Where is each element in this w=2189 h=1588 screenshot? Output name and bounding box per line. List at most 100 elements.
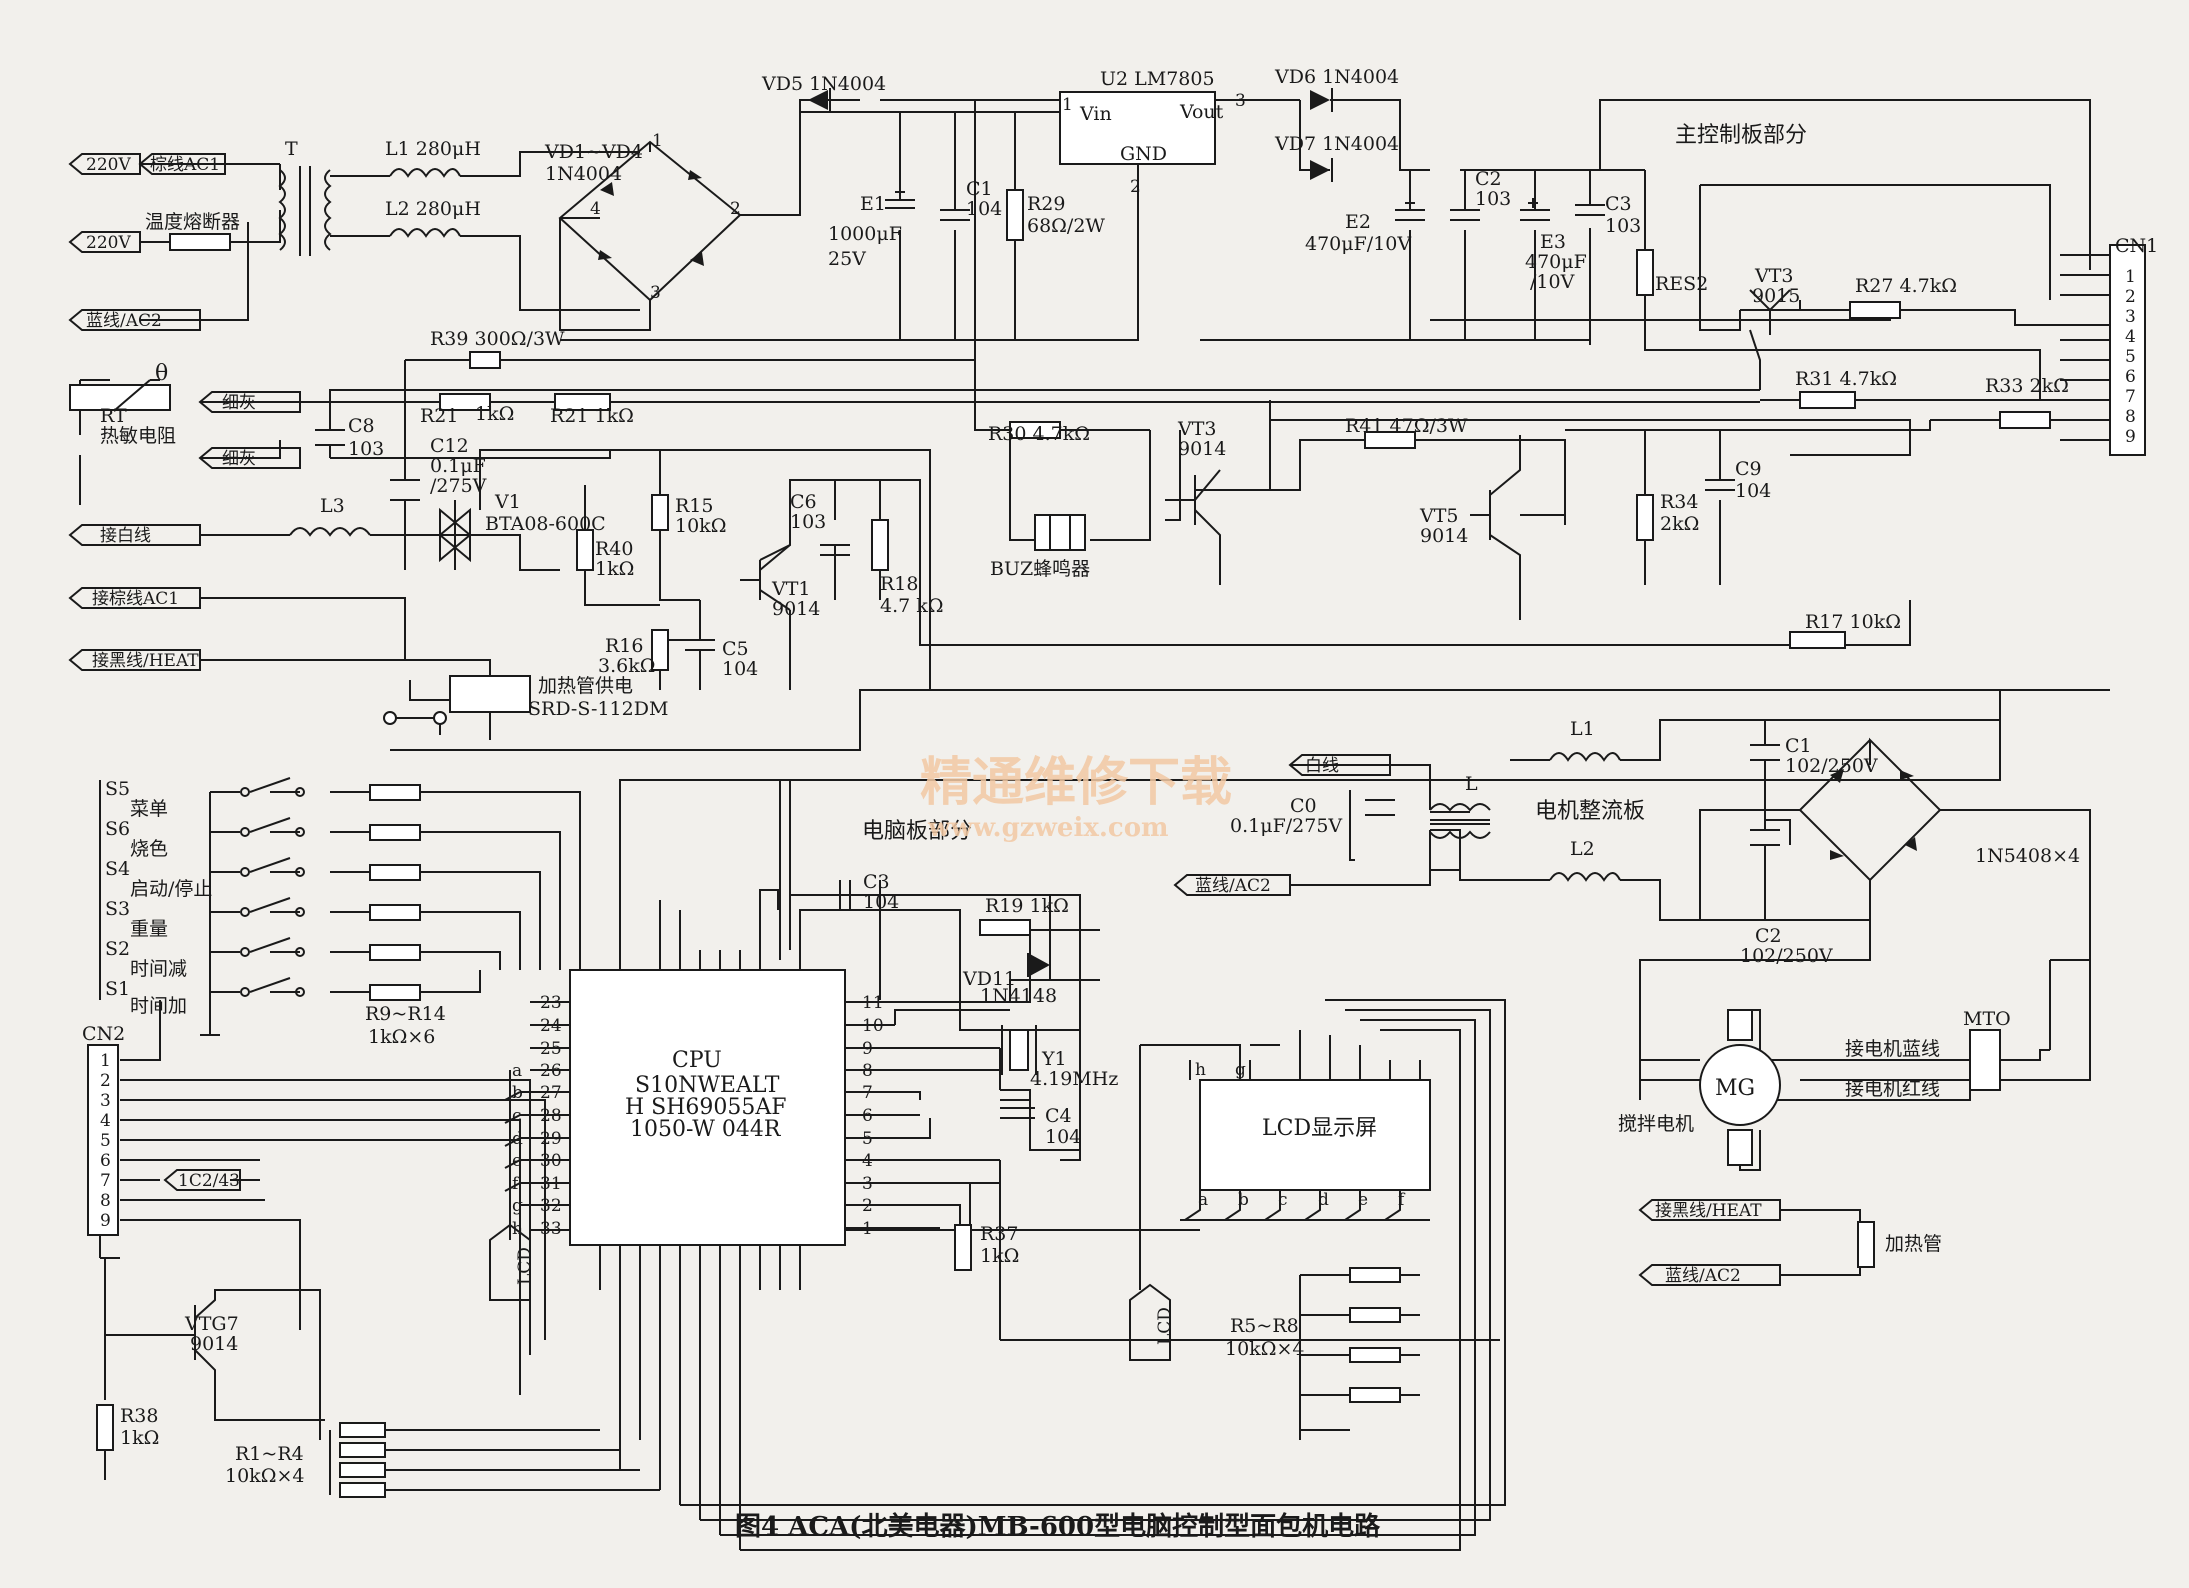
label-R9-R14: R9~R14 bbox=[365, 1003, 446, 1025]
label-vd1-vd4: VD1~VD4 bbox=[544, 141, 643, 163]
label-S3: S3 bbox=[105, 898, 130, 920]
label-VD7: VD7 1N4004 bbox=[1274, 133, 1399, 155]
label-L2: L2 280μH bbox=[385, 198, 481, 220]
label-RES2: RES2 bbox=[1655, 273, 1708, 295]
label-R37: R37 bbox=[980, 1223, 1018, 1245]
label-bridge-2: 2 bbox=[730, 199, 741, 219]
label-L3: L3 bbox=[320, 495, 345, 517]
svg-text:a: a bbox=[1198, 1190, 1208, 1210]
label-C3: C3 bbox=[1605, 193, 1632, 215]
svg-text:h: h bbox=[1195, 1060, 1206, 1080]
label-C2-motor-value: 102/250V bbox=[1740, 945, 1833, 967]
label-S1-time-inc: 时间加 bbox=[130, 995, 187, 1017]
label-R38-value: 1kΩ bbox=[120, 1427, 159, 1449]
watermark-title: 精通维修下载 bbox=[920, 752, 1232, 813]
component-labels: 220V 棕线AC1 220V 蓝线/AC2 细灰 细灰 接白线 接棕线AC1 … bbox=[82, 66, 2158, 1487]
label-R17: R17 10kΩ bbox=[1805, 611, 1901, 633]
label-C12-value: 0.1μF bbox=[430, 455, 486, 477]
label-R19: R19 1kΩ bbox=[985, 895, 1069, 917]
svg-text:7: 7 bbox=[100, 1171, 111, 1191]
label-R37-value: 1kΩ bbox=[980, 1245, 1019, 1267]
svg-text:c: c bbox=[512, 1106, 522, 1126]
label-R5-R8: R5~R8 bbox=[1230, 1315, 1299, 1337]
svg-text:f: f bbox=[512, 1174, 520, 1194]
svg-text:2: 2 bbox=[100, 1071, 111, 1091]
label-S2: S2 bbox=[105, 938, 130, 960]
label-VT1: VT1 bbox=[771, 578, 810, 600]
label-S1: S1 bbox=[105, 978, 130, 1000]
label-VT3-9014-part: 9014 bbox=[1178, 438, 1226, 460]
label-C1-value: 104 bbox=[966, 198, 1002, 220]
svg-text:6: 6 bbox=[2125, 367, 2136, 387]
label-R16: R16 bbox=[605, 635, 643, 657]
label-E2-value: 470μF/10V bbox=[1305, 233, 1411, 255]
label-R41: R41 47Ω/3W bbox=[1345, 415, 1468, 437]
label-C1: C1 bbox=[966, 178, 993, 200]
conn-brown-ac1: 棕线AC1 bbox=[150, 155, 220, 175]
label-C2: C2 bbox=[1475, 168, 1502, 190]
svg-text:c: c bbox=[1278, 1190, 1288, 1210]
svg-text:2: 2 bbox=[862, 1196, 873, 1216]
motor-components bbox=[163, 744, 2001, 1286]
label-C8: C8 bbox=[348, 415, 375, 437]
svg-text:10: 10 bbox=[862, 1016, 884, 1036]
figure-caption: 图4 ACA(北美电器)MB-600型电脑控制型面包机电路 bbox=[735, 1511, 1381, 1542]
label-vd1-part: 1N4004 bbox=[545, 163, 622, 185]
label-E1: E1 bbox=[860, 193, 886, 215]
label-VT5-part: 9014 bbox=[1420, 525, 1468, 547]
label-cpu-part: H SH69055AF bbox=[625, 1095, 787, 1120]
label-C3-cpu: C3 bbox=[863, 871, 890, 893]
svg-text:d: d bbox=[1318, 1190, 1329, 1210]
label-R40-value: 1kΩ bbox=[595, 558, 634, 580]
label-L1: L1 280μH bbox=[385, 138, 481, 160]
label-R27: R27 4.7kΩ bbox=[1855, 275, 1957, 297]
svg-text:33: 33 bbox=[540, 1219, 562, 1239]
conn-ic243: 1C2/43 bbox=[178, 1171, 240, 1191]
conn-to-black-heat: 接黑线/HEAT bbox=[92, 651, 199, 671]
label-C4: C4 bbox=[1045, 1105, 1072, 1127]
label-R21-b: R21 1kΩ bbox=[550, 405, 634, 427]
svg-text:29: 29 bbox=[540, 1129, 562, 1149]
label-VD6: VD6 1N4004 bbox=[1274, 66, 1399, 88]
svg-text:23: 23 bbox=[540, 993, 562, 1013]
svg-text:3: 3 bbox=[100, 1091, 111, 1111]
conn-220v-a: 220V bbox=[86, 155, 131, 175]
label-VTG7-part: 9014 bbox=[190, 1333, 238, 1355]
label-bridge-motor: 1N5408×4 bbox=[1975, 845, 2080, 867]
conn-to-white: 接白线 bbox=[100, 526, 151, 546]
label-R39: R39 300Ω/3W bbox=[430, 328, 565, 350]
label-C5: C5 bbox=[722, 638, 749, 660]
svg-text:3: 3 bbox=[2125, 307, 2136, 327]
label-S3-weight: 重量 bbox=[130, 918, 168, 940]
svg-text:b: b bbox=[512, 1083, 523, 1103]
svg-text:1: 1 bbox=[100, 1051, 111, 1071]
label-R18-value: 4.7 kΩ bbox=[880, 595, 944, 617]
svg-text:26: 26 bbox=[540, 1061, 562, 1081]
label-R31: R31 4.7kΩ bbox=[1795, 368, 1897, 390]
label-E1-value: 1000μF bbox=[828, 223, 902, 245]
label-VD11: VD11 bbox=[962, 968, 1016, 990]
svg-text:a: a bbox=[512, 1061, 522, 1081]
svg-text:1: 1 bbox=[2125, 267, 2136, 287]
label-C2-motor: C2 bbox=[1755, 925, 1782, 947]
label-motor-red: 接电机红线 bbox=[1845, 1078, 1940, 1100]
label-bridge-4: 4 bbox=[590, 199, 601, 219]
label-R18: R18 bbox=[880, 573, 918, 595]
label-MTO: MTO bbox=[1963, 1008, 2011, 1030]
conn-to-brown-ac1: 接棕线AC1 bbox=[92, 589, 179, 609]
label-S5-menu: 菜单 bbox=[130, 798, 168, 820]
conn-blue-ac2-heater: 蓝线/AC2 bbox=[1665, 1266, 1741, 1286]
label-L1-motor: L1 bbox=[1570, 718, 1595, 740]
label-C6-value: 103 bbox=[790, 511, 826, 533]
svg-text:5: 5 bbox=[2125, 347, 2136, 367]
label-T: T bbox=[285, 138, 298, 160]
watermark-url: www.gzweix.com bbox=[927, 813, 1169, 843]
section-main-board: 主控制板部分 bbox=[1675, 123, 1807, 148]
label-R29: R29 bbox=[1027, 193, 1065, 215]
svg-text:4: 4 bbox=[862, 1151, 873, 1171]
motor-wiring bbox=[1290, 719, 2091, 1171]
conn-fine-grey-2: 细灰 bbox=[222, 449, 256, 469]
svg-text:6: 6 bbox=[100, 1151, 111, 1171]
cpu-wiring bbox=[99, 690, 2001, 1551]
